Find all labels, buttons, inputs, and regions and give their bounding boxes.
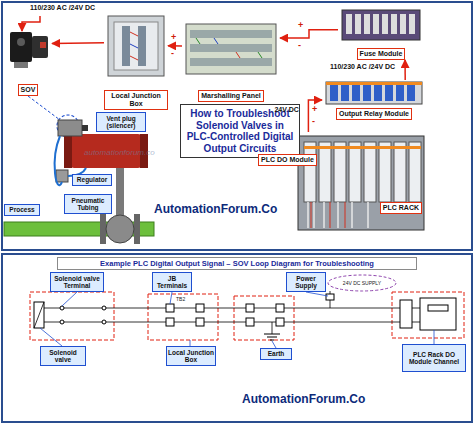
fuse-module: Fuse Module bbox=[338, 6, 424, 60]
equipment-label: SOV bbox=[18, 84, 39, 96]
callout-text: Pneumatic Tubing bbox=[65, 197, 111, 212]
solenoid-valve-picture bbox=[10, 32, 48, 68]
supply-note: 110/230 AC /24V DC bbox=[30, 4, 95, 11]
supply-wire bbox=[22, 16, 40, 31]
polarity-sign: - bbox=[312, 116, 315, 126]
callout-text: Regulator bbox=[77, 176, 107, 184]
wire-arrow bbox=[52, 42, 104, 44]
watermark: automationforum.co bbox=[84, 148, 155, 157]
wire-label: 24V DC bbox=[274, 106, 299, 113]
polarity-sign: + bbox=[312, 104, 317, 114]
junction-box: Local Junction Box bbox=[104, 14, 168, 110]
part-callout: Process bbox=[4, 204, 40, 216]
part-callout: Regulator bbox=[72, 174, 112, 186]
section-heading: Example PLC Digital Output Signal – SOV … bbox=[57, 257, 417, 270]
wire-arrow bbox=[168, 45, 182, 47]
loop-callout: Earth bbox=[260, 348, 292, 360]
marshalling-panel: Marshalling Panel bbox=[182, 22, 280, 102]
part-callout: Vent plug (silencer) bbox=[96, 112, 146, 132]
loop-callout: Solenoid valve bbox=[40, 346, 86, 366]
polarity-sign: - bbox=[298, 40, 301, 50]
loop-callout: Solenoid valve Terminal bbox=[50, 272, 104, 292]
callout-text: Power Supply bbox=[287, 275, 325, 290]
heading-text: Example PLC Digital Output Signal – SOV … bbox=[100, 259, 374, 268]
fuse-module-picture bbox=[342, 10, 420, 40]
brand-watermark: AutomationForum.Co bbox=[152, 202, 279, 216]
marshalling-panel-picture bbox=[186, 24, 276, 74]
supply-note: 110/230 AC /24V DC bbox=[330, 63, 395, 70]
callout-text: JB Terminals bbox=[153, 275, 191, 290]
terminal-tag: TB2 bbox=[176, 296, 185, 302]
equipment-label: PLC DO Module bbox=[258, 154, 317, 166]
loop-callout: Local Junction Box bbox=[166, 346, 216, 366]
valve-picture bbox=[4, 120, 154, 244]
polarity-sign: + bbox=[298, 20, 303, 30]
polarity-sign: - bbox=[171, 48, 174, 58]
plc-rack-picture bbox=[298, 136, 424, 230]
callout-text: PLC Rack DO Module Channel bbox=[403, 351, 465, 366]
callout-text: Earth bbox=[268, 350, 285, 358]
loop-callout: PLC Rack DO Module Channel bbox=[402, 344, 466, 372]
loop-callout: JB Terminals bbox=[152, 272, 192, 292]
relay-module: Output Relay Module bbox=[322, 80, 426, 120]
equipment-label: Output Relay Module bbox=[336, 108, 412, 120]
plc-rack: PLC DO ModulePLC RACK bbox=[258, 132, 426, 238]
equipment-label: Fuse Module bbox=[357, 48, 406, 60]
wire-arrow bbox=[404, 60, 406, 80]
title-text: How to Troubleshoot Solenoid Valves in P… bbox=[185, 108, 295, 154]
top-panel bbox=[2, 2, 472, 250]
wire-arrow bbox=[280, 30, 338, 38]
polarity-sign: + bbox=[171, 32, 176, 42]
callout-text: Process bbox=[9, 206, 34, 214]
brand-watermark: AutomationForum.Co bbox=[240, 392, 367, 406]
equipment-label: Marshalling Panel bbox=[198, 90, 264, 102]
callout-text: Vent plug (silencer) bbox=[97, 115, 145, 130]
callout-text: Solenoid valve Terminal bbox=[51, 275, 103, 290]
solenoid-valve: SOV bbox=[4, 26, 52, 96]
relay-module-picture bbox=[326, 82, 422, 104]
loop-callout: Power Supply bbox=[286, 272, 326, 292]
callout-line bbox=[28, 96, 60, 120]
equipment-label: PLC RACK bbox=[380, 202, 422, 214]
junction-box-picture bbox=[108, 16, 164, 76]
equipment-label: Local Junction Box bbox=[104, 90, 168, 110]
callout-text: Local Junction Box bbox=[167, 349, 215, 364]
supply-tag: 24V DC SUPPLY bbox=[338, 280, 386, 286]
wire-arrow bbox=[308, 100, 322, 132]
part-callout: Pneumatic Tubing bbox=[64, 194, 112, 214]
bottom-panel bbox=[2, 254, 472, 422]
callout-text: Solenoid valve bbox=[41, 349, 85, 364]
